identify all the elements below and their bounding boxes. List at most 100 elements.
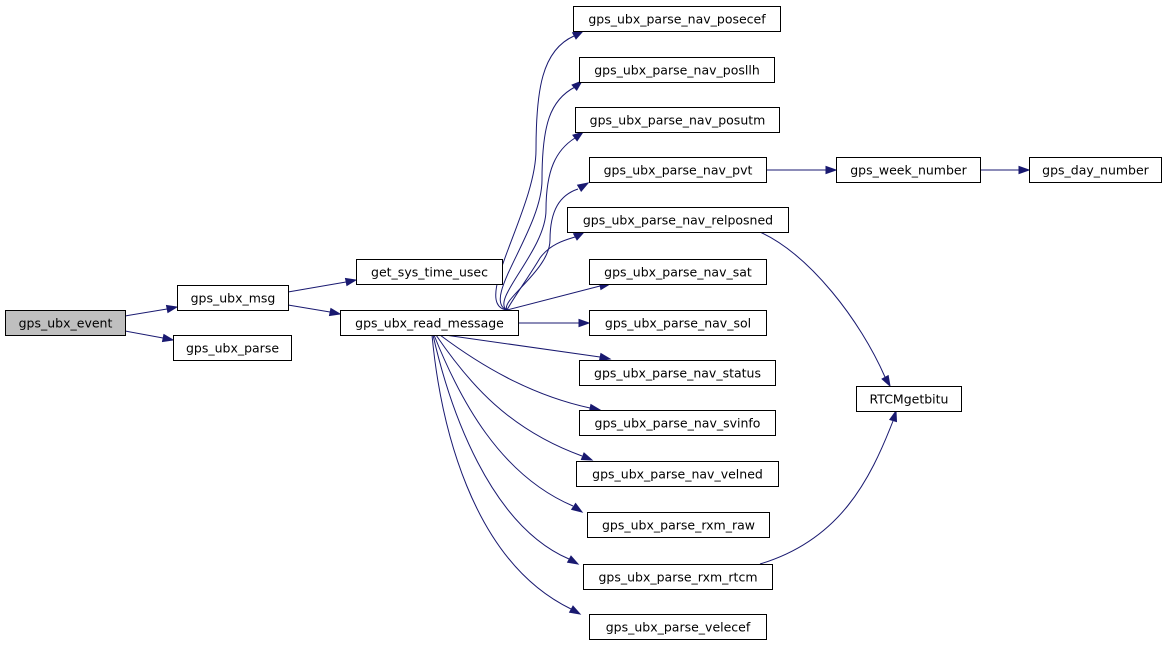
- edge-gps_ubx_read_message-to-posllh: [499, 80, 584, 311]
- edge-line: [124, 308, 168, 317]
- edge-gps_ubx_msg-to-gps_ubx_read_message: [287, 304, 342, 317]
- node-label: gps_ubx_msg: [191, 291, 276, 306]
- edge-line: [506, 285, 601, 311]
- edge-gps_ubx_read_message-to-rxm_raw: [433, 334, 584, 513]
- node-label: gps_ubx_read_message: [355, 316, 504, 331]
- node-box: [589, 310, 767, 336]
- edge-line: [444, 334, 601, 358]
- node-label: gps_ubx_parse_nav_svinfo: [595, 416, 761, 431]
- node-gps_ubx_msg[interactable]: gps_ubx_msg: [177, 285, 289, 311]
- edge-arrowhead: [881, 374, 891, 388]
- edge-gps_ubx_read_message-to-posutm: [503, 131, 585, 311]
- edge-line: [506, 236, 576, 311]
- edge-gps_ubx_read_message-to-rxm_rtcm: [432, 334, 580, 565]
- edge-gps_week_number-to-gps_day_number: [980, 165, 1031, 175]
- node-box: [340, 310, 519, 336]
- edge-line: [432, 334, 570, 560]
- node-gps_ubx_read_message[interactable]: gps_ubx_read_message: [340, 310, 519, 336]
- node-velned[interactable]: gps_ubx_parse_nav_velned: [576, 461, 779, 487]
- node-gps_ubx_event[interactable]: gps_ubx_event: [5, 310, 126, 336]
- edge-line: [431, 334, 572, 610]
- node-gps_ubx_parse[interactable]: gps_ubx_parse: [173, 335, 292, 361]
- node-sol[interactable]: gps_ubx_parse_nav_sol: [589, 310, 767, 336]
- node-label: gps_ubx_parse_nav_status: [594, 366, 761, 381]
- node-box: [567, 207, 789, 233]
- node-posecef[interactable]: gps_ubx_parse_nav_posecef: [573, 6, 781, 32]
- node-label: gps_day_number: [1042, 163, 1150, 178]
- edges-layer: [124, 30, 1031, 615]
- node-rxm_rtcm[interactable]: gps_ubx_parse_rxm_rtcm: [583, 564, 773, 590]
- edge-line: [759, 231, 886, 378]
- node-velecef[interactable]: gps_ubx_parse_velecef: [589, 614, 767, 640]
- edge-gps_ubx_read_message-to-posecef: [495, 30, 585, 311]
- edge-line: [287, 304, 331, 313]
- edge-arrowhead: [165, 304, 179, 314]
- edge-line: [435, 334, 583, 457]
- edge-line: [433, 334, 574, 507]
- edge-line: [499, 86, 576, 311]
- edge-line: [503, 137, 576, 311]
- edge-arrowhead: [1018, 165, 1031, 175]
- edge-line: [495, 35, 575, 311]
- node-RTCMgetbitu[interactable]: RTCMgetbitu: [856, 386, 962, 412]
- node-posutm[interactable]: gps_ubx_parse_nav_posutm: [575, 107, 780, 133]
- node-gps_week_number[interactable]: gps_week_number: [836, 157, 981, 183]
- node-box: [836, 157, 981, 183]
- edge-gps_ubx_read_message-to-relposned: [506, 231, 586, 311]
- node-box: [579, 410, 776, 436]
- node-status[interactable]: gps_ubx_parse_nav_status: [579, 360, 776, 386]
- edge-line: [505, 188, 579, 311]
- node-gps_day_number[interactable]: gps_day_number: [1029, 157, 1162, 183]
- node-box: [173, 335, 292, 361]
- node-label: gps_ubx_parse_rxm_raw: [602, 518, 755, 533]
- edge-arrowhead: [566, 555, 580, 565]
- node-box: [573, 6, 781, 32]
- edge-rxm_rtcm-to-RTCMgetbitu: [759, 409, 898, 565]
- edge-arrowhead: [570, 502, 584, 513]
- node-box: [583, 564, 773, 590]
- edge-relposned-to-RTCMgetbitu: [759, 231, 891, 388]
- node-label: gps_ubx_parse_nav_pvt: [604, 163, 753, 178]
- node-box: [579, 57, 775, 83]
- edge-gps_ubx_read_message-to-velned: [435, 334, 594, 461]
- node-get_sys_time_usec[interactable]: get_sys_time_usec: [356, 259, 503, 285]
- node-label: gps_ubx_parse_nav_relposned: [583, 213, 773, 228]
- node-pvt[interactable]: gps_ubx_parse_nav_pvt: [589, 157, 767, 183]
- edge-gps_ubx_msg-to-get_sys_time_usec: [287, 277, 358, 293]
- edge-line: [439, 334, 591, 409]
- edge-arrowhead: [568, 605, 582, 615]
- node-box: [589, 614, 767, 640]
- node-label: gps_ubx_parse_nav_posllh: [594, 63, 760, 78]
- edge-arrowhead: [825, 165, 838, 175]
- edge-arrowhead: [578, 318, 591, 328]
- node-box: [589, 259, 767, 285]
- edge-arrowhead: [571, 30, 585, 40]
- edge-gps_ubx_read_message-to-pvt: [505, 182, 590, 311]
- node-box: [579, 360, 776, 386]
- nodes-layer: gps_ubx_event gps_ubx_msg gps_ubx_parse get…: [5, 6, 1162, 640]
- edge-line: [287, 281, 347, 293]
- node-label: get_sys_time_usec: [371, 265, 488, 280]
- edge-line: [124, 330, 164, 339]
- node-label: gps_ubx_parse_nav_posutm: [590, 113, 766, 128]
- node-posllh[interactable]: gps_ubx_parse_nav_posllh: [579, 57, 775, 83]
- edge-arrowhead: [344, 277, 358, 287]
- edge-arrowhead: [571, 80, 584, 92]
- edge-arrowhead: [576, 182, 590, 192]
- node-rxm_raw[interactable]: gps_ubx_parse_rxm_raw: [587, 512, 770, 538]
- edge-arrowhead: [328, 307, 342, 317]
- node-box: [856, 386, 962, 412]
- node-label: gps_ubx_parse_rxm_rtcm: [598, 570, 757, 585]
- node-label: gps_ubx_parse_nav_posecef: [588, 12, 766, 27]
- edge-gps_ubx_event-to-gps_ubx_msg: [124, 304, 179, 317]
- node-box: [177, 285, 289, 311]
- node-label: gps_ubx_parse_nav_sol: [605, 316, 751, 331]
- node-box: [5, 310, 126, 336]
- node-box: [1029, 157, 1162, 183]
- edge-arrowhead: [161, 333, 175, 343]
- edge-gps_ubx_read_message-to-sol: [518, 318, 591, 328]
- node-sat[interactable]: gps_ubx_parse_nav_sat: [589, 259, 767, 285]
- node-svinfo[interactable]: gps_ubx_parse_nav_svinfo: [579, 410, 776, 436]
- node-relposned[interactable]: gps_ubx_parse_nav_relposned: [567, 207, 789, 233]
